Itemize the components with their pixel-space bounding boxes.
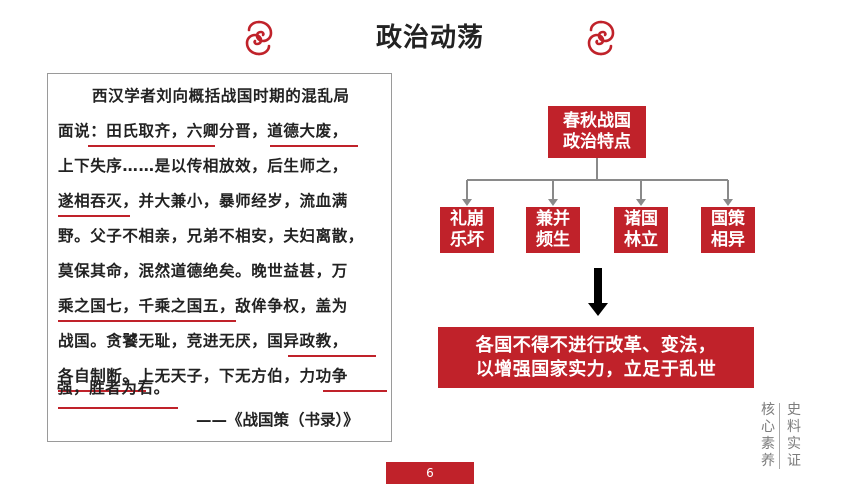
- child-line: 兼并: [536, 209, 570, 229]
- underline: [88, 145, 215, 147]
- quote-line: 野。父子不相亲，兄弟不相安，夫妇离散，: [58, 227, 364, 245]
- underline: [323, 390, 387, 392]
- page-title: 政治动荡: [375, 23, 484, 53]
- diagram-child-box: 诸国 林立: [614, 207, 668, 253]
- quote-line: 上下失序……是以传相放效，后生师之，: [58, 157, 348, 175]
- quote-line: 遂相吞灭，并大兼小，暴师经岁，流血满: [58, 192, 348, 210]
- quote-box: 西汉学者刘向概括战国时期的混乱局 面说：田氏取齐，六卿分晋，道德大废， 上下失序…: [47, 73, 392, 442]
- quote-line: 西汉学者刘向概括战国时期的混乱局: [92, 87, 350, 105]
- underline: [270, 145, 358, 147]
- page-number: 6: [386, 462, 474, 484]
- quote-source: ——《战国策（书录）》: [196, 411, 359, 429]
- quote-line: 莫保其命，泯然道德绝矣。晚世益甚，万: [58, 262, 348, 280]
- underline: [58, 390, 146, 392]
- quote-line: 乘之国七，千乘之国五，敌侔争权，盖为: [58, 297, 348, 315]
- quote-line: 战国。贪饕无耻，竞进无厌，国异政教，: [58, 332, 348, 350]
- diagram-child-box: 国策 相异: [701, 207, 755, 253]
- child-line: 国策: [711, 209, 745, 229]
- diagram-child-box: 礼崩 乐坏: [440, 207, 494, 253]
- core-literacy-label: 核心素养: [761, 402, 775, 469]
- child-line: 频生: [536, 230, 570, 250]
- diagram-root-box: 春秋战国 政治特点: [548, 106, 646, 158]
- quote-line: 各自制断。上无天子，下无方伯，力功争: [58, 367, 348, 385]
- divider: [779, 403, 780, 469]
- underline: [58, 407, 178, 409]
- underline: [288, 355, 376, 357]
- quote-line: 强，胜者为右。: [57, 379, 170, 397]
- down-arrow-icon: [588, 268, 608, 316]
- child-line: 林立: [624, 230, 658, 250]
- quote-line: 面说：田氏取齐，六卿分晋，道德大废，: [58, 122, 348, 140]
- diagram-result-box: 各国不得不进行改革、变法， 以增强国家实力，立足于乱世: [438, 327, 754, 388]
- result-line: 各国不得不进行改革、变法，: [475, 334, 717, 356]
- child-line: 诸国: [624, 209, 658, 229]
- child-line: 乐坏: [450, 230, 484, 250]
- evidence-label: 史料实证: [787, 402, 801, 469]
- child-line: 礼崩: [450, 209, 484, 229]
- root-line: 政治特点: [563, 132, 631, 152]
- child-line: 相异: [711, 230, 745, 250]
- root-line: 春秋战国: [563, 111, 631, 131]
- diagram-child-box: 兼并 频生: [526, 207, 580, 253]
- underline: [58, 320, 236, 322]
- underline: [58, 215, 130, 217]
- auspicious-cloud-icon: [587, 20, 615, 56]
- result-line: 以增强国家实力，立足于乱世: [475, 358, 717, 380]
- auspicious-cloud-icon: [245, 20, 273, 56]
